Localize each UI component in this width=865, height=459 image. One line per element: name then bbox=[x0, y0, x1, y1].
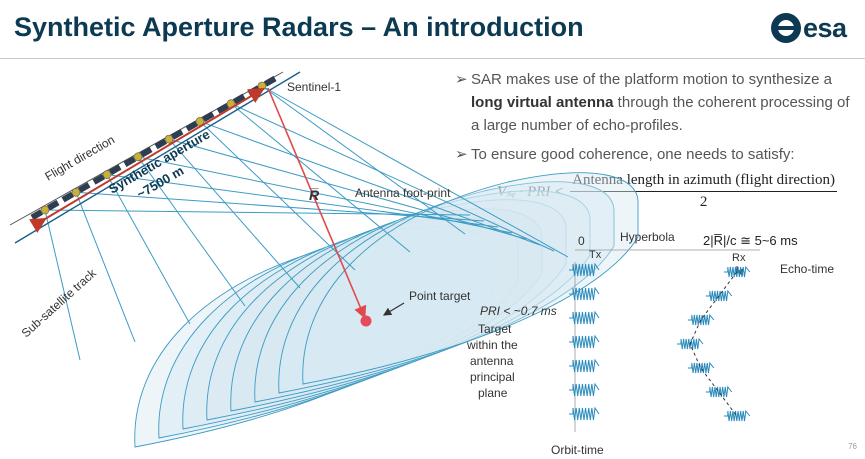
rx-echo-pulse bbox=[705, 289, 733, 302]
tx-pulse-train bbox=[569, 262, 600, 421]
formula-numerator: Antenna length in azimuth (flight direct… bbox=[570, 172, 837, 192]
orbit-time-label: Orbit-time bbox=[551, 443, 604, 457]
rx-label: Rx bbox=[732, 252, 746, 264]
tx-label: Tx bbox=[589, 249, 602, 261]
bullet-arrow-icon: ➢ bbox=[455, 146, 468, 163]
beam-far-edge bbox=[199, 120, 541, 246]
synthetic-aperture-arrow bbox=[29, 87, 265, 233]
bullet-item-2: ➢ To ensure good coherence, one needs to… bbox=[455, 143, 860, 166]
bullet-text-bold: long virtual antenna bbox=[471, 94, 614, 111]
antenna-footprint-group bbox=[134, 172, 639, 448]
rx-echo-pulse bbox=[687, 361, 715, 374]
bullet-text: SAR makes use of the platform motion to … bbox=[471, 68, 860, 137]
range-hyperbola-curve bbox=[689, 271, 738, 417]
beam-near-edge bbox=[75, 192, 136, 343]
sub-satellite-track-label: Sub-satellite track bbox=[19, 265, 100, 340]
tx-pulse bbox=[569, 334, 600, 349]
formula-fraction: Antenna length in azimuth (flight direct… bbox=[570, 172, 837, 211]
tx-pulse bbox=[569, 406, 600, 421]
target-note-line-5: plane bbox=[478, 386, 508, 400]
beam-far-edge bbox=[168, 138, 527, 240]
rx-echo-pulse bbox=[677, 337, 704, 350]
target-plane-note: Target within the antenna principal plan… bbox=[466, 322, 518, 400]
beam-far-edge bbox=[261, 85, 569, 258]
slide-title: Synthetic Aperture Radars – An introduct… bbox=[14, 12, 584, 42]
antenna-footprint-label: Antenna foot-print bbox=[355, 186, 451, 200]
title-divider bbox=[0, 58, 865, 59]
satellite-icon bbox=[216, 93, 246, 114]
tx-pulse bbox=[569, 382, 600, 397]
tx-pulse bbox=[569, 262, 600, 277]
rx-delay-formula: 2|R̅|/c ≅ 5~6 ms bbox=[703, 233, 798, 248]
bullet-list: ➢ SAR makes use of the platform motion t… bbox=[455, 68, 860, 172]
bullet-arrow-icon: ➢ bbox=[455, 71, 468, 88]
range-vector-arrow bbox=[267, 87, 367, 319]
formula-lhs: Vₛₑ · PRI < bbox=[497, 184, 565, 200]
antenna-footprint-lobe bbox=[278, 181, 615, 394]
rx-echo-pulse bbox=[705, 385, 733, 398]
beam-near-edge bbox=[168, 138, 301, 289]
bullet-item-1: ➢ SAR makes use of the platform motion t… bbox=[455, 68, 860, 137]
hyperbola-label: Hyperbola bbox=[620, 230, 675, 244]
beam-near-edge bbox=[44, 209, 81, 361]
solar-panel-right bbox=[263, 75, 277, 87]
esa-logo: esa bbox=[771, 10, 861, 46]
beam-near-edge bbox=[199, 121, 356, 271]
esa-logo-text: esa bbox=[803, 12, 847, 43]
tx-pulse bbox=[569, 310, 600, 325]
time-zero-label: 0 bbox=[578, 234, 585, 248]
rx-echo-train bbox=[677, 265, 751, 422]
point-target-label: Point target bbox=[409, 289, 471, 303]
tx-pulse bbox=[569, 358, 600, 373]
bullet-text: To ensure good coherence, one needs to s… bbox=[471, 146, 795, 163]
rx-echo-pulse bbox=[723, 409, 751, 422]
target-note-line-2: within the bbox=[466, 338, 518, 352]
point-target-dot bbox=[360, 315, 372, 327]
beam-near-edge bbox=[261, 85, 466, 235]
sentinel-label: Sentinel-1 bbox=[287, 80, 341, 94]
bullet-text-post: through the coherent processing of a lar… bbox=[471, 94, 850, 134]
pri-label: PRI < ~0.7 ms bbox=[480, 304, 557, 318]
coherence-formula: Vₛₑ · PRI < Antenna length in azimuth (f… bbox=[497, 172, 837, 211]
bullet-text-pre: SAR makes use of the platform motion to … bbox=[471, 71, 833, 88]
point-target-pointer bbox=[382, 302, 405, 316]
formula-denominator: 2 bbox=[699, 194, 708, 210]
rx-echo-pulse bbox=[723, 265, 751, 278]
target-note-line-1: Target bbox=[478, 322, 512, 336]
page-number: 76 bbox=[848, 442, 857, 451]
satellite-group bbox=[30, 75, 277, 221]
beam-near-edge bbox=[230, 103, 411, 253]
target-note-line-3: antenna bbox=[470, 354, 514, 368]
rx-echo-pulse bbox=[687, 313, 715, 326]
target-note-line-4: principal bbox=[470, 370, 515, 384]
echo-time-label: Echo-time bbox=[780, 262, 834, 276]
range-vector-label: R̅ bbox=[309, 187, 320, 203]
tx-pulse bbox=[569, 286, 600, 301]
esa-logo-icon bbox=[771, 13, 801, 43]
